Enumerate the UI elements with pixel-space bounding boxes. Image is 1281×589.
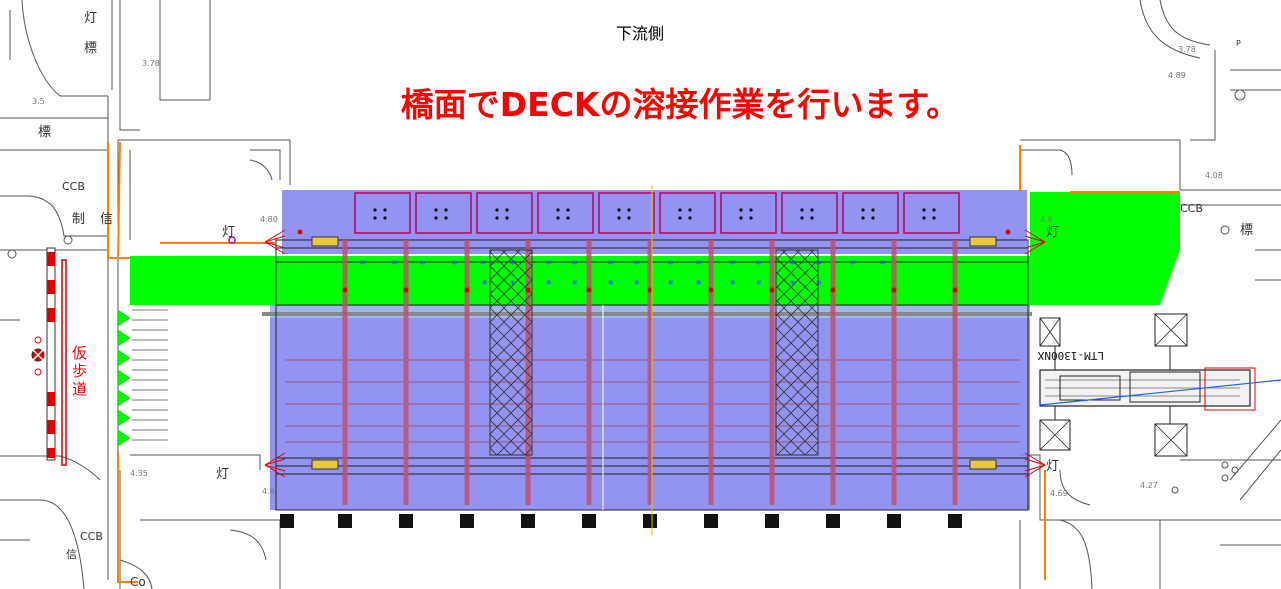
svg-text:*: * <box>608 278 614 291</box>
crosswalk-left <box>132 299 168 441</box>
map-label: 灯 <box>1046 459 1059 474</box>
work-note-heading: 橋面でDECKの溶接作業を行います。 <box>400 85 960 124</box>
map-label: 標 <box>38 125 51 140</box>
svg-text:*: * <box>452 258 458 271</box>
crane-model-label: LTM-1300NX <box>1037 349 1104 362</box>
map-label: 4.6 <box>1040 215 1053 224</box>
svg-text:*: * <box>756 258 762 271</box>
svg-text:*: * <box>790 278 796 291</box>
svg-text:*: * <box>634 258 640 271</box>
svg-text:*: * <box>634 278 640 291</box>
temp-walkway-label: 道 <box>72 380 87 398</box>
map-label: 4.35 <box>130 469 148 478</box>
svg-text:*: * <box>730 258 736 271</box>
map-label: 3.78 <box>142 59 160 68</box>
map-label: 標 <box>84 41 97 56</box>
upper-panels <box>354 192 960 234</box>
map-label: CCB <box>80 530 103 543</box>
svg-text:*: * <box>482 278 488 291</box>
svg-text:*: * <box>480 258 486 271</box>
map-label: 4.89 <box>1168 71 1186 80</box>
svg-text:*: * <box>572 258 578 271</box>
map-label: 灯 <box>216 467 229 482</box>
map-label: 4.08 <box>1205 171 1223 180</box>
lamp-marker <box>228 236 236 244</box>
svg-text:*: * <box>816 278 822 291</box>
downstream-side-label: 下流側 <box>615 24 664 43</box>
map-label: 灯 <box>84 11 97 26</box>
orange-outline <box>107 141 1180 583</box>
map-label: 3.78 <box>1178 45 1196 54</box>
braced-panel-right <box>775 249 819 456</box>
svg-text:*: * <box>880 258 886 271</box>
svg-text:*: * <box>420 258 426 271</box>
map-label: 灯 <box>1046 225 1059 240</box>
map-label: 4.69 <box>1050 489 1068 498</box>
map-label: 信 <box>100 212 113 227</box>
upper-panel-bolts <box>373 208 936 220</box>
svg-text:*: * <box>668 278 674 291</box>
svg-text:*: * <box>546 278 552 291</box>
map-label: CCB <box>1180 202 1203 215</box>
map-label: Co <box>130 575 146 589</box>
svg-text:*: * <box>510 258 516 271</box>
svg-text:*: * <box>756 278 762 291</box>
walkway-barrier <box>31 247 67 466</box>
map-label: 4.80 <box>260 215 278 224</box>
svg-text:*: * <box>546 258 552 271</box>
map-label: 制 <box>72 212 85 227</box>
misc-marks <box>7 89 1246 494</box>
temp-walkway-label: 歩 <box>72 362 87 380</box>
svg-text:*: * <box>608 258 614 271</box>
svg-text:*: * <box>790 258 796 271</box>
svg-text:*: * <box>360 258 366 271</box>
map-label: P <box>1236 39 1241 48</box>
deck-edge-line <box>262 312 1032 316</box>
svg-text:*: * <box>392 258 398 271</box>
svg-text:*: * <box>696 278 702 291</box>
map-label: 3.5 <box>32 97 45 106</box>
svg-text:*: * <box>668 258 674 271</box>
svg-text:*: * <box>850 258 856 271</box>
support-blocks <box>280 514 962 528</box>
map-label: 4.8 <box>262 487 275 496</box>
green-walkway-right <box>1030 192 1180 305</box>
svg-text:*: * <box>816 258 822 271</box>
map-label: 標 <box>1240 223 1253 238</box>
jack-assemblies <box>264 229 1046 478</box>
svg-text:*: * <box>572 278 578 291</box>
map-label: CCB <box>62 180 85 193</box>
map-label: 灯 <box>222 225 235 240</box>
crane-ltm1300nx <box>1039 313 1281 457</box>
map-label: 4.27 <box>1140 481 1158 490</box>
temp-walkway-label: 仮 <box>72 344 87 362</box>
svg-text:*: * <box>730 278 736 291</box>
map-label: 信 <box>66 548 77 561</box>
weld-markers: * * * * * * * * * * * * * * * * * * * * * * * * * * * * * * <box>360 258 886 291</box>
anchor-dots <box>297 229 1011 293</box>
svg-text:*: * <box>696 258 702 271</box>
braced-panel-left <box>489 249 533 456</box>
green-fence-markers <box>117 309 131 447</box>
svg-text:*: * <box>510 278 516 291</box>
